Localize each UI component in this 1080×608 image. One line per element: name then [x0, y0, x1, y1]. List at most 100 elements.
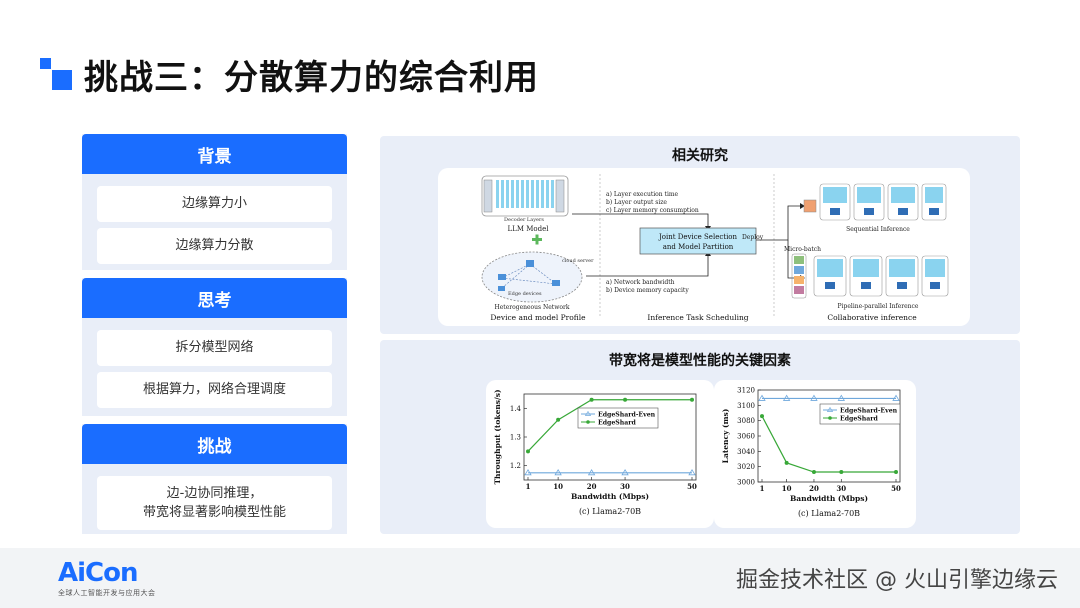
decoder-layers-label: Decoder Layers	[504, 217, 544, 223]
challenge-item: 边-边协同推理， 带宽将显著影响模型性能	[97, 476, 332, 530]
chart-caption: (c) Llama2-70B	[798, 509, 860, 518]
data-point	[758, 394, 766, 401]
cloud-server-label: cloud server	[562, 258, 594, 264]
challenge-line: 边-边协同推理，	[166, 485, 263, 501]
data-point	[526, 449, 530, 454]
data-point	[892, 394, 900, 401]
title-row: 挑战三：分散算力的综合利用	[40, 54, 539, 98]
data-point	[811, 470, 816, 475]
page-title: 挑战三：分散算力的综合利用	[84, 57, 539, 98]
micro-batch-label: Micro-batch	[784, 246, 821, 253]
deploy-label: Deploy	[742, 234, 764, 241]
x-axis-label: Bandwidth (Mbps)	[571, 492, 649, 501]
thinking-card: 思考 拆分模型网络 根据算力，网络合理调度	[82, 278, 347, 416]
footer: AiCon 全球人工智能开发与应用大会 掘金技术社区 @ 火山引擎边缘云	[0, 548, 1080, 608]
y-tick-label: 3020	[737, 463, 755, 471]
profile-item: c) Layer memory consumption	[606, 207, 699, 214]
data-point	[556, 417, 561, 422]
legend-label: EdgeShard-Even	[840, 407, 898, 414]
chart-caption: (c) Llama2-70B	[579, 507, 641, 516]
background-item: 边缘算力分散	[97, 228, 332, 264]
data-point	[894, 470, 898, 475]
legend-box	[577, 407, 659, 429]
thinking-item: 根据算力，网络合理调度	[97, 372, 332, 408]
data-point	[760, 414, 764, 419]
x-tick-label: 20	[587, 482, 597, 491]
scheduling-column-label: Inference Task Scheduling	[647, 313, 748, 322]
thinking-card-header: 思考	[82, 278, 347, 318]
joint-selection-line1: Joint Device Selection	[658, 233, 738, 241]
x-tick-label: 1	[760, 484, 765, 493]
data-point	[839, 470, 844, 475]
data-point	[621, 469, 629, 476]
background-card: 背景 边缘算力小 边缘算力分散	[82, 134, 347, 270]
x-tick-label: 30	[836, 484, 846, 493]
x-tick-label: 30	[620, 482, 630, 491]
y-tick-label: 3120	[737, 387, 755, 395]
data-point	[837, 394, 846, 401]
data-point	[810, 394, 818, 401]
network-item: b) Device memory capacity	[606, 287, 689, 294]
y-tick-label: 3080	[737, 417, 755, 425]
y-axis-label: Throughput (tokens/s)	[493, 389, 502, 484]
title-square-icon	[40, 58, 72, 90]
joint-selection-line2: and Model Partition	[663, 243, 734, 251]
legend-box	[819, 403, 901, 425]
x-tick-label: 10	[782, 484, 792, 493]
x-tick-label: 50	[891, 484, 901, 493]
legend-marker	[826, 406, 834, 412]
data-point	[554, 469, 562, 476]
challenge-line: 带宽将显著影响模型性能	[142, 505, 286, 520]
aicon-logo: AiCon	[58, 558, 138, 588]
y-tick-label: 1.4	[510, 405, 522, 413]
x-tick-label: 50	[687, 482, 697, 491]
data-point	[690, 397, 694, 402]
watermark: 掘金技术社区 @ 火山引擎边缘云	[736, 568, 1058, 593]
pipeline-inference-label: Pipeline-parallel Inference	[838, 303, 919, 310]
related-research-title: 相关研究	[672, 148, 728, 164]
bandwidth-title: 带宽将是模型性能的关键因素	[609, 353, 791, 369]
data-point	[782, 394, 791, 401]
data-point	[623, 397, 628, 402]
collaborative-column-label: Collaborative inference	[827, 313, 917, 322]
y-axis-label: Latency (ms)	[721, 409, 730, 464]
y-tick-label: 3040	[737, 448, 755, 456]
edge-devices-label: Edge devices	[508, 291, 542, 297]
profile-item: a) Layer execution time	[606, 191, 679, 198]
legend-marker	[828, 416, 832, 420]
legend-marker	[586, 420, 590, 424]
data-point	[587, 469, 596, 476]
edgeshard-diagram: Decoder Layers LLM Model cloud server Ed…	[438, 168, 970, 326]
data-point	[784, 460, 789, 465]
series-line	[761, 415, 896, 473]
y-tick-label: 3060	[737, 433, 755, 441]
data-point	[688, 469, 696, 476]
y-tick-label: 1.3	[510, 434, 521, 442]
related-research-panel: 相关研究 Decoder Layers LLM Model	[380, 136, 1020, 334]
thinking-item: 拆分模型网络	[97, 330, 332, 366]
x-tick-label: 20	[809, 484, 819, 493]
legend-label: EdgeShard-Even	[598, 411, 656, 418]
plot-frame	[523, 393, 697, 481]
profile-column-label: Device and model Profile	[490, 313, 586, 322]
y-tick-label: 3000	[737, 479, 755, 487]
heterogeneous-network-label: Heterogeneous Network	[495, 304, 570, 311]
llm-model-label: LLM Model	[508, 225, 550, 233]
data-point	[524, 469, 532, 476]
y-tick-label: 3100	[737, 402, 755, 410]
network-item: a) Network bandwidth	[606, 279, 675, 286]
x-tick-label: 1	[526, 482, 531, 491]
profile-item: b) Layer output size	[606, 199, 667, 206]
x-tick-label: 10	[553, 482, 563, 491]
background-item: 边缘算力小	[97, 186, 332, 222]
sequential-inference-label: Sequential Inference	[846, 226, 910, 233]
y-tick-label: 1.2	[510, 462, 521, 470]
